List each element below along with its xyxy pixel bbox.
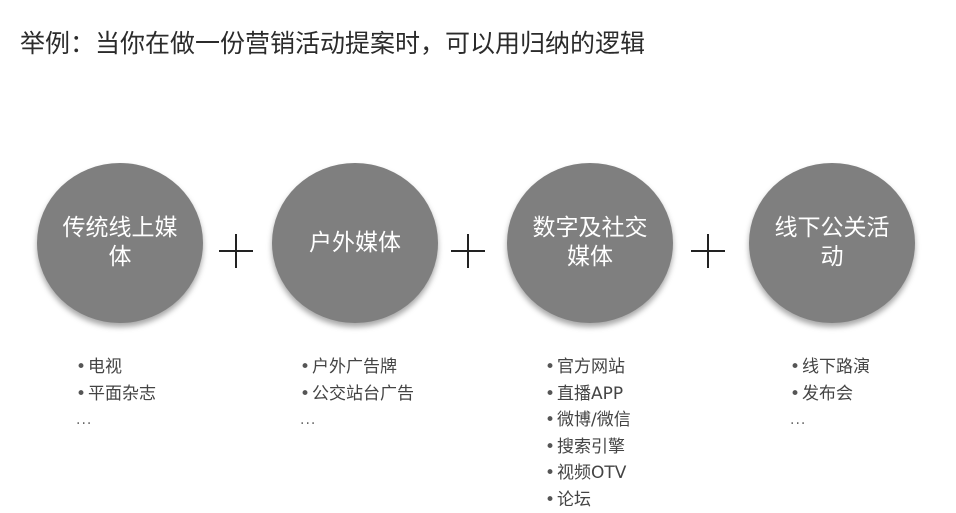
list-item: 户外广告牌 [300,354,414,381]
list-item: 官方网站 [545,354,631,381]
list-outdoor-media: 户外广告牌 公交站台广告 ... [300,354,414,434]
category-label: 线下公关活动 [770,214,894,272]
category-circle-digital-social-media: 数字及社交媒体 [507,163,673,323]
plus-icon [451,234,485,268]
category-label: 户外媒体 [293,229,417,258]
list-item: 论坛 [545,487,631,513]
category-label: 数字及社交媒体 [528,214,652,272]
list-ellipsis: ... [790,407,870,434]
category-circle-offline-pr: 线下公关活动 [749,163,915,323]
list-item: 电视 [76,354,156,381]
list-item: 直播APP [545,381,631,408]
category-circle-traditional-media: 传统线上媒体 [37,163,203,323]
plus-icon [219,234,253,268]
list-item: 搜索引擎 [545,434,631,461]
list-ellipsis: ... [300,407,414,434]
list-item: 发布会 [790,381,870,408]
category-label: 传统线上媒体 [58,214,182,272]
list-digital-social-media: 官方网站 直播APP 微博/微信 搜索引擎 视频OTV 论坛 [545,354,631,513]
list-item: 线下路演 [790,354,870,381]
category-circle-outdoor-media: 户外媒体 [272,163,438,323]
list-item: 平面杂志 [76,381,156,408]
plus-icon [691,234,725,268]
list-offline-pr: 线下路演 发布会 ... [790,354,870,434]
slide-title: 举例：当你在做一份营销活动提案时，可以用归纳的逻辑 [20,24,645,60]
list-ellipsis: ... [76,407,156,434]
list-traditional-media: 电视 平面杂志 ... [76,354,156,434]
list-item: 微博/微信 [545,407,631,434]
list-item: 公交站台广告 [300,381,414,408]
list-item: 视频OTV [545,460,631,487]
